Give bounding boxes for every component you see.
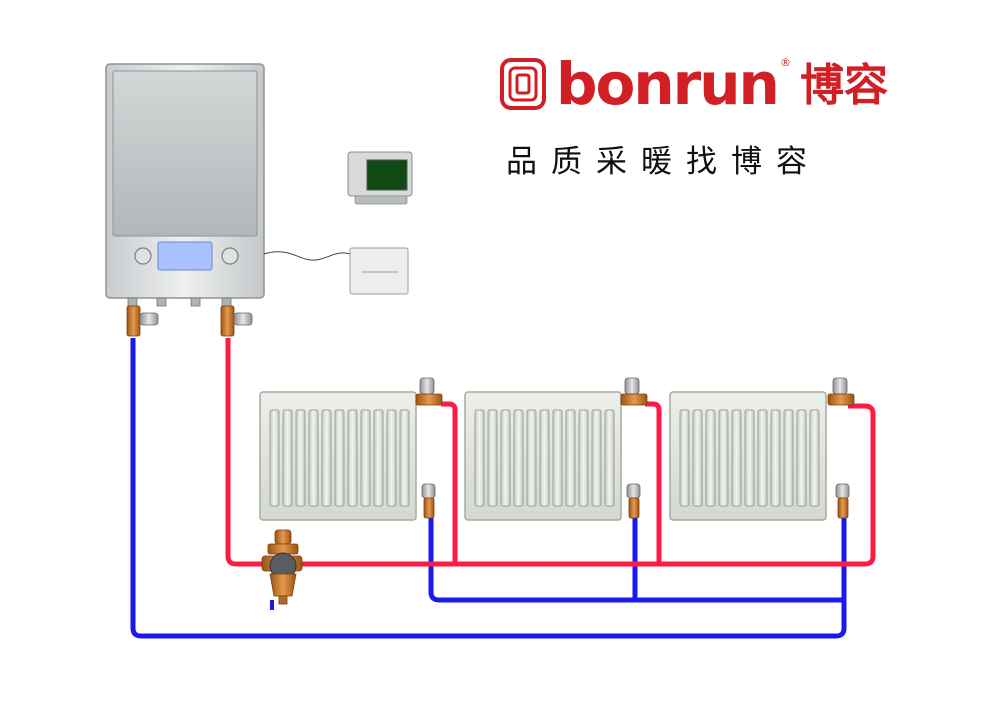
brand-header: bonrun ® 博容 品质采暖找博容 — [500, 50, 920, 190]
boiler-right-knob — [221, 247, 239, 265]
supply-riser-radiator-1 — [441, 401, 458, 564]
radiator-1 — [259, 391, 417, 521]
boiler-front-panel — [112, 70, 258, 237]
registered-mark: ® — [780, 56, 791, 69]
return-main-pipe — [130, 338, 847, 639]
brand-slogan: 品质采暖找博容 — [506, 144, 821, 180]
return-pipes — [130, 338, 847, 639]
radiator-3-bottom-valve — [835, 483, 850, 519]
bonrun-logo-mark-icon — [500, 58, 546, 110]
dirt-separator — [261, 529, 303, 610]
radiator-3-top-valve — [827, 377, 855, 406]
boiler-left-knob — [134, 247, 152, 265]
boiler-return-valve — [126, 305, 159, 337]
supply-main-pipe — [225, 338, 876, 567]
radiator-1-bottom-valve — [421, 483, 436, 519]
boiler-display — [157, 241, 213, 271]
wireless-receiver — [349, 247, 409, 295]
room-thermostat — [347, 151, 413, 205]
radiator-1-top-valve — [415, 377, 443, 406]
thermostat-screen — [366, 159, 408, 191]
brand-name-chinese: 博容 — [800, 60, 888, 111]
radiator-2-top-valve — [620, 377, 648, 406]
supply-riser-radiator-2 — [645, 401, 662, 564]
wall-hung-boiler — [105, 63, 265, 307]
receiver-cable — [263, 251, 351, 261]
return-branch-pipe — [428, 518, 844, 603]
radiator-3 — [669, 391, 827, 521]
radiator-2-bottom-valve — [626, 483, 641, 519]
radiator-2 — [464, 391, 622, 521]
supply-pipes — [225, 338, 876, 567]
brand-name-latin: bonrun — [556, 50, 780, 118]
boiler-supply-valve — [220, 305, 253, 337]
